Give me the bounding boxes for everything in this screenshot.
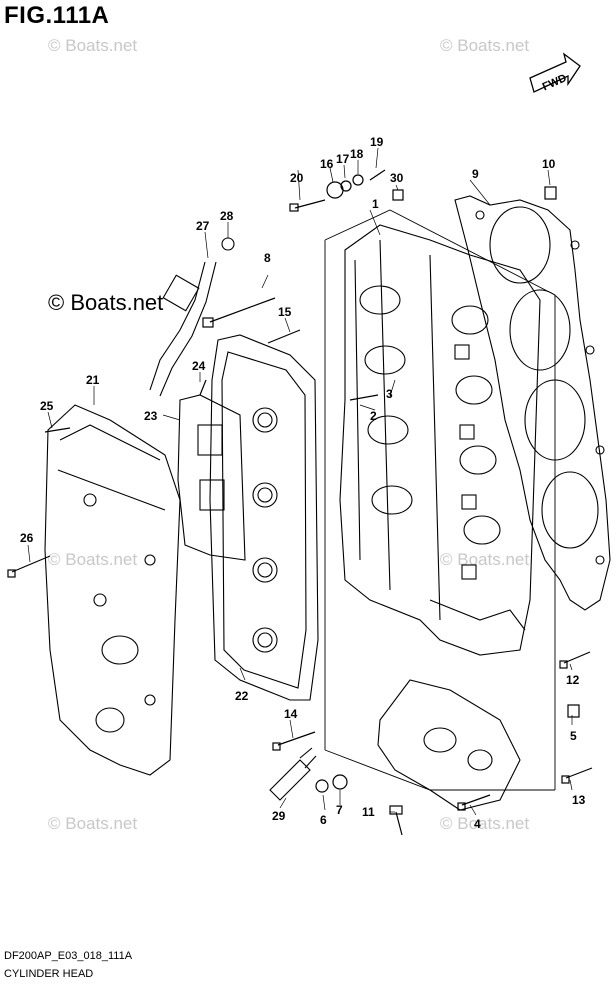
callout-30: 30	[390, 171, 404, 185]
callouts: 1 2 3 4 5 6 7 8 9 10 11 12 13 14 15 16 1…	[20, 135, 586, 831]
spark-plug-drawing	[269, 747, 317, 801]
callout-20: 20	[290, 171, 304, 185]
watermark: © Boats.net	[440, 550, 530, 569]
callout-5: 5	[570, 729, 577, 743]
watermark: © Boats.net	[48, 550, 138, 569]
watermark-main: © Boats.net	[48, 290, 164, 315]
cylinder-head-drawing	[339, 224, 541, 656]
callout-24: 24	[192, 359, 206, 373]
watermark: © Boats.net	[440, 814, 530, 833]
callout-3: 3	[386, 387, 393, 401]
callout-1: 1	[372, 197, 379, 211]
cover-plate-drawing	[177, 394, 246, 561]
watermark: © Boats.net	[440, 36, 530, 55]
cylinder-head-cover-drawing	[44, 404, 181, 776]
callout-8: 8	[264, 251, 271, 265]
diagram-code: DF200AP_E03_018_111A	[4, 950, 133, 962]
callout-27: 27	[196, 219, 210, 233]
callout-10: 10	[542, 157, 556, 171]
cover-gasket-drawing	[209, 334, 319, 701]
watermark: © Boats.net	[48, 814, 138, 833]
callout-23: 23	[144, 409, 158, 423]
callout-16: 16	[320, 157, 334, 171]
callout-11: 11	[362, 805, 375, 819]
fwd-arrow-icon: FWD	[529, 52, 581, 93]
callout-21: 21	[86, 373, 100, 387]
callout-29: 29	[272, 809, 286, 823]
callout-17: 17	[336, 152, 350, 166]
watermark: © Boats.net	[48, 36, 138, 55]
breather-hose-drawing	[149, 237, 235, 397]
callout-18: 18	[350, 147, 364, 161]
head-gasket-drawing	[454, 195, 611, 611]
figure-title: FIG.111A	[4, 2, 110, 29]
diagram-caption: CYLINDER HEAD	[4, 968, 94, 980]
lower-housing-drawing	[377, 679, 521, 811]
leader-lines	[27, 147, 573, 816]
callout-12: 12	[566, 673, 580, 687]
callout-25: 25	[40, 399, 54, 413]
callout-4: 4	[474, 817, 481, 831]
callout-13: 13	[572, 793, 586, 807]
callout-14: 14	[284, 707, 298, 721]
callout-6: 6	[320, 813, 327, 827]
callout-19: 19	[370, 135, 384, 149]
callout-28: 28	[220, 209, 234, 223]
callout-7: 7	[336, 803, 343, 817]
callout-26: 26	[20, 531, 34, 545]
callout-22: 22	[235, 689, 249, 703]
callout-2: 2	[370, 409, 377, 423]
fasteners	[7, 169, 593, 836]
callout-9: 9	[472, 167, 479, 181]
callout-15: 15	[278, 305, 292, 319]
